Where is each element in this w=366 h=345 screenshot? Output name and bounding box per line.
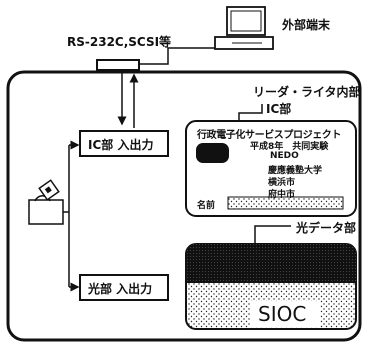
optical-io-label: 光部 入出力 xyxy=(88,282,153,296)
card-title: 行政電子化サービスプロジェクト xyxy=(197,130,341,141)
card-year-line: 平成8年 共同実験 xyxy=(250,142,329,152)
sioc-label: SIOC xyxy=(258,302,307,326)
ic-io-box xyxy=(79,130,169,157)
optical-data-label: 光データ部 xyxy=(296,221,357,235)
interface-label: RS-232C,SCSI等 xyxy=(67,35,172,49)
ic-leader-line xyxy=(238,104,263,125)
optical-io-box xyxy=(79,274,169,301)
reader-writer-label: リーダ・ライタ内部 xyxy=(253,85,361,99)
ic-section-label: IC部 xyxy=(266,102,292,116)
card-org-1: NEDO xyxy=(270,151,299,161)
reader-writer-box xyxy=(6,70,362,342)
card-org-2: 慶應義塾大学 xyxy=(268,166,323,176)
card-org-4: 府中市 xyxy=(268,190,296,200)
ic-io-label: IC部 入出力 xyxy=(88,138,154,152)
external-terminal-label: 外部端末 xyxy=(282,18,331,32)
card-insert-icon xyxy=(28,179,69,225)
ic-chip xyxy=(196,143,229,163)
optical-leader-line xyxy=(254,225,291,244)
name-field xyxy=(227,196,344,210)
interface-cable xyxy=(139,47,215,65)
card-name-label: 名前 xyxy=(197,201,216,211)
card-org-3: 横浜市 xyxy=(268,178,296,188)
ic-card xyxy=(185,120,357,217)
optical-stripe xyxy=(186,244,356,283)
connector-block xyxy=(96,59,140,71)
computer-icon xyxy=(214,6,274,50)
